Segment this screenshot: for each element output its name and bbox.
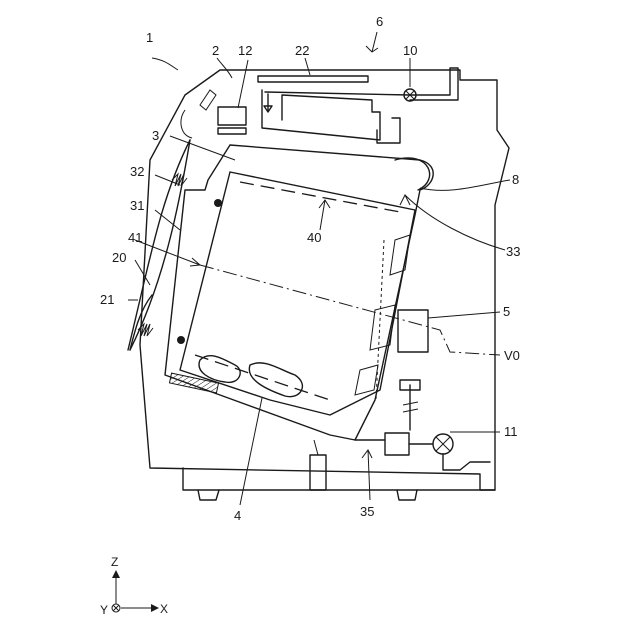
label-35: 35 [360,504,374,519]
label-3: 3 [152,128,159,143]
label-2: 2 [212,43,219,58]
laundry [249,363,302,397]
label-31: 31 [130,198,144,213]
label-40: 40 [307,230,321,245]
balancer-dot [177,336,185,344]
axis-x-label: X [160,602,168,616]
water-tub [165,145,433,440]
rotation-axis [200,265,500,355]
motor [398,310,428,352]
label-32: 32 [130,164,144,179]
label-v0: V0 [504,348,520,363]
balancer-dot [214,199,222,207]
water-supply [218,68,458,143]
label-33: 33 [506,244,520,259]
label-8: 8 [512,172,519,187]
label-4: 4 [234,508,241,523]
label-10: 10 [403,43,417,58]
axis-z-label: Z [111,555,118,569]
label-21: 21 [100,292,114,307]
label-12: 12 [238,43,252,58]
label-22: 22 [295,43,309,58]
drum [169,172,415,415]
leader-lines [128,32,510,505]
label-20: 20 [112,250,126,265]
coordinate-axes: Z Y X [100,555,168,617]
label-5: 5 [503,304,510,319]
label-41: 41 [128,230,142,245]
label-11: 11 [504,424,518,439]
axis-y-label: Y [100,603,108,617]
label-6: 6 [376,14,383,29]
label-1: 1 [146,30,153,45]
